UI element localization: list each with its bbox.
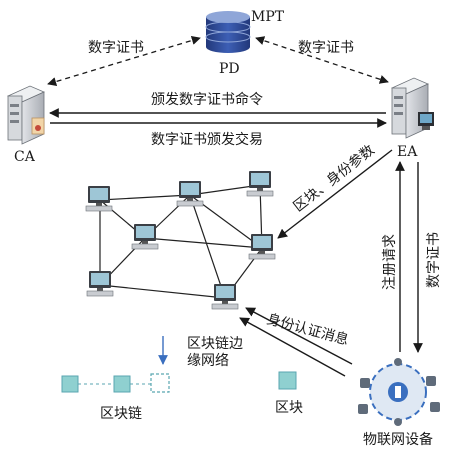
ea-to-ca-command-label: 颁发数字证书命令 [151,91,263,108]
pd-database-icon [205,11,251,53]
block-legend-label: 区块 [275,400,303,416]
iot-to-network-auth-arrow-2 [245,307,353,365]
network-computer-icon [85,186,113,212]
ca-pd-link-label: 数字证书 [88,40,144,56]
ca-to-ea-transaction-label: 数字证书颁发交易 [151,131,263,148]
iot-label: 物联网设备 [363,431,433,448]
pd-top-label: MPT [251,9,285,25]
blockchain-legend-icon [61,336,170,393]
ea-to-network-arrow [277,149,393,239]
block-legend-icon [278,371,297,390]
pd-label: PD [219,61,240,77]
iot-device-icon [358,358,440,426]
ca-label: CA [14,149,36,165]
blockchain-legend-label: 区块链 [100,406,142,422]
network-computer-icon [131,224,159,250]
iot-to-ea-register-label: 注册请求 [382,234,398,290]
network-computer-icon [248,234,276,260]
network-computer-icon [86,271,114,297]
network-computer-icon [211,284,239,310]
ea-to-iot-certificate-label: 数字证书 [426,232,442,288]
ea-to-network-label: 区块、身份参数 [290,141,378,215]
pd-ea-link-label: 数字证书 [298,40,354,56]
iot-to-network-auth-label: 身份认证消息 [265,310,351,348]
edge-network-label-line1: 区块链边 [187,336,243,352]
ea-label: EA [397,144,418,160]
ca-server-icon [7,85,45,145]
network-computer-icon [246,171,274,197]
ea-server-icon [391,77,434,139]
edge-network-label-line2: 缘网络 [187,353,229,369]
iot-to-network-auth-arrow [239,317,346,377]
network-computer-icon [176,181,204,207]
